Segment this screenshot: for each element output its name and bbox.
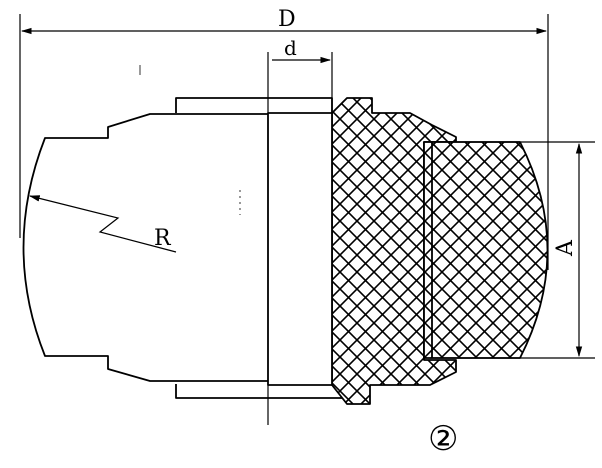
dome-section — [423, 141, 549, 359]
label-d: d — [284, 36, 297, 60]
label-D: D — [278, 7, 296, 32]
top-flange — [175, 97, 333, 113]
shaft-plate — [267, 112, 333, 386]
shell-outline — [22, 113, 333, 382]
radius-leader — [28, 195, 177, 253]
label-A: A — [553, 239, 578, 257]
figure-number: ② — [428, 419, 458, 459]
label-R: R — [154, 226, 172, 251]
